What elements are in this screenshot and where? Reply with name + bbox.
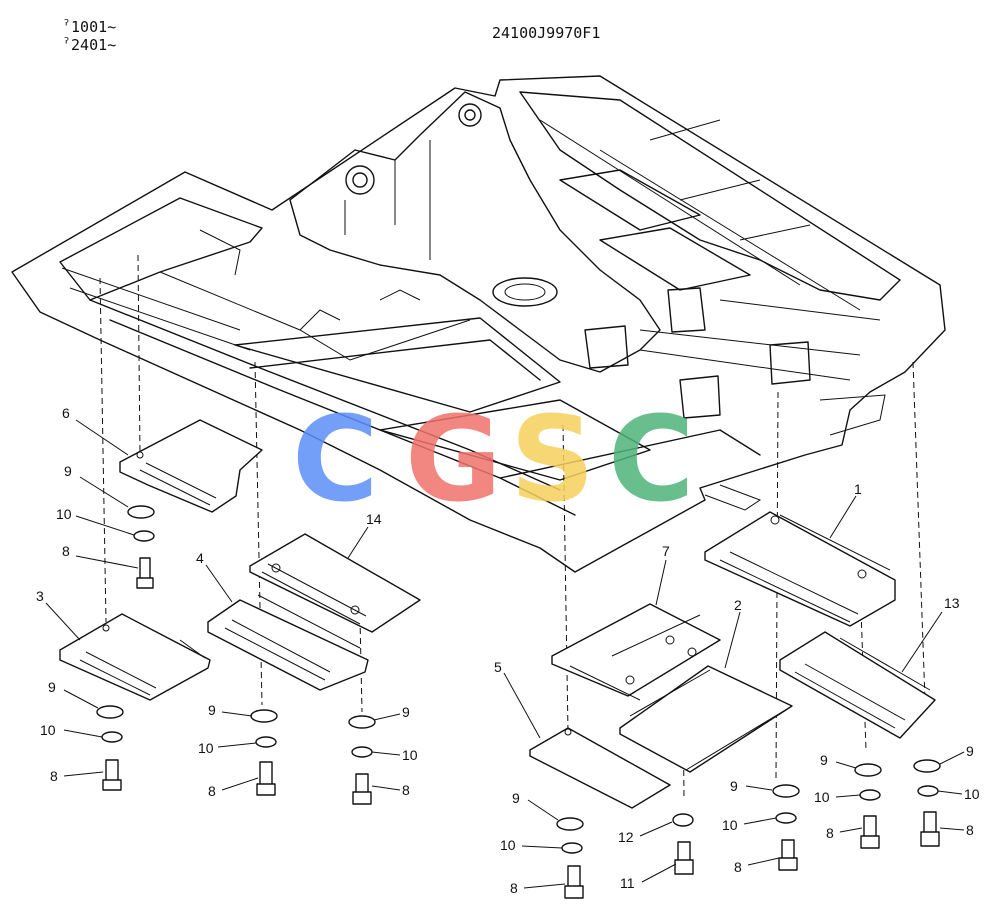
callout-3: 3 — [36, 588, 44, 604]
watermark-letter-3: S — [510, 390, 595, 528]
callout-9: 9 — [820, 752, 828, 768]
callout-10: 10 — [402, 747, 418, 763]
callout-8: 8 — [62, 543, 70, 559]
callout-8: 8 — [734, 859, 742, 875]
callout-8: 8 — [826, 825, 834, 841]
callout-10: 10 — [56, 506, 72, 522]
plate-7 — [551, 603, 721, 701]
drawing-number: 24100J9970F1 — [492, 24, 601, 42]
callout-8: 8 — [510, 880, 518, 896]
watermark-letter-1: C — [292, 390, 379, 528]
callout-10: 10 — [40, 722, 56, 738]
callout-7: 7 — [662, 543, 670, 559]
callout-12: 12 — [618, 829, 634, 845]
plate-14 — [249, 533, 421, 633]
callout-10: 10 — [500, 837, 516, 853]
callout-9: 9 — [730, 778, 738, 794]
callout-10: 10 — [722, 817, 738, 833]
serial-range-1: ˀ1001∼ — [62, 18, 117, 36]
callout-5: 5 — [494, 659, 502, 675]
callout-8: 8 — [402, 782, 410, 798]
upper-frame — [11, 75, 946, 573]
plate-5 — [529, 727, 671, 809]
callout-10: 10 — [964, 786, 980, 802]
callout-9: 9 — [48, 679, 56, 695]
watermark-letter-4: C — [608, 390, 695, 528]
callout-14: 14 — [366, 511, 382, 527]
callout-6: 6 — [62, 405, 70, 421]
callout-9: 9 — [208, 702, 216, 718]
callout-8: 8 — [208, 783, 216, 799]
plate-1 — [704, 511, 896, 627]
plate-4 — [207, 594, 369, 691]
serial-range-list: ˀ1001∼ ˀ2401∼ — [62, 18, 116, 54]
callout-9: 9 — [512, 790, 520, 806]
watermark-letter-2: G — [405, 390, 502, 528]
plate-2 — [619, 665, 793, 773]
callout-10: 10 — [814, 789, 830, 805]
callout-8: 8 — [966, 822, 974, 838]
callouts: 6 9 10 8 3 9 10 8 4 14 9 10 8 9 10 8 7 5 — [36, 405, 980, 896]
callout-9: 9 — [966, 743, 974, 759]
callout-10: 10 — [198, 740, 214, 756]
callout-13: 13 — [944, 595, 960, 611]
callout-4: 4 — [196, 550, 204, 566]
callout-11: 11 — [620, 875, 635, 891]
plate-3 — [59, 613, 211, 701]
plate-6 — [119, 419, 263, 513]
serial-range-2: ˀ2401∼ — [62, 36, 117, 54]
callout-9: 9 — [402, 704, 410, 720]
callout-1: 1 — [854, 481, 862, 497]
callout-2: 2 — [734, 597, 742, 613]
plate-13 — [779, 631, 936, 739]
watermark-logo: C G S C — [292, 390, 695, 528]
callout-9: 9 — [64, 463, 72, 479]
callout-8: 8 — [50, 768, 58, 784]
